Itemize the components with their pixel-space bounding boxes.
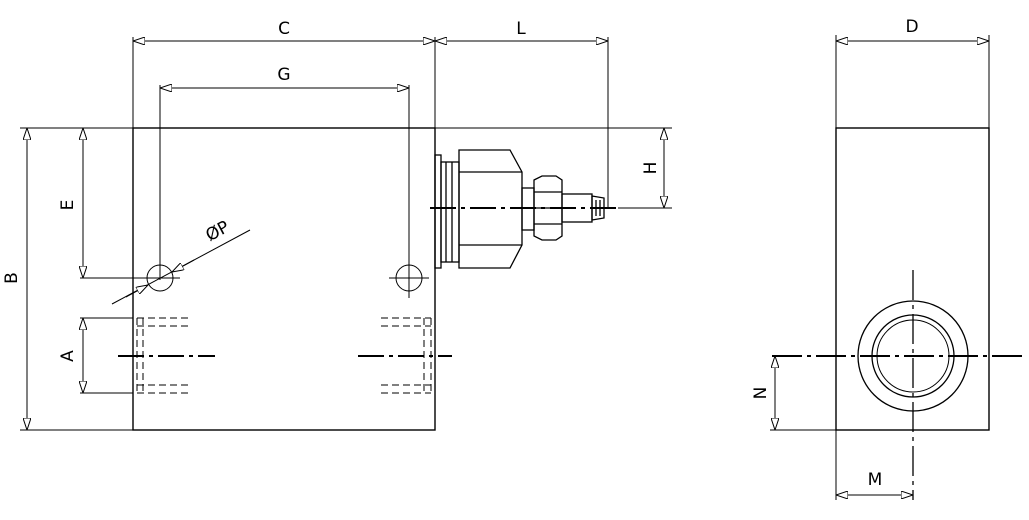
label-m: M	[868, 470, 883, 490]
label-c: C	[278, 19, 290, 39]
valve-body-outline	[132, 127, 436, 431]
cartridge-valve	[434, 149, 605, 269]
label-g: G	[277, 65, 290, 85]
label-d: D	[905, 17, 918, 37]
label-e: E	[58, 200, 78, 211]
label-l: L	[516, 19, 526, 39]
label-n: N	[751, 387, 771, 400]
label-h: H	[641, 162, 661, 175]
label-a: A	[58, 350, 78, 362]
label-b: B	[2, 272, 22, 284]
